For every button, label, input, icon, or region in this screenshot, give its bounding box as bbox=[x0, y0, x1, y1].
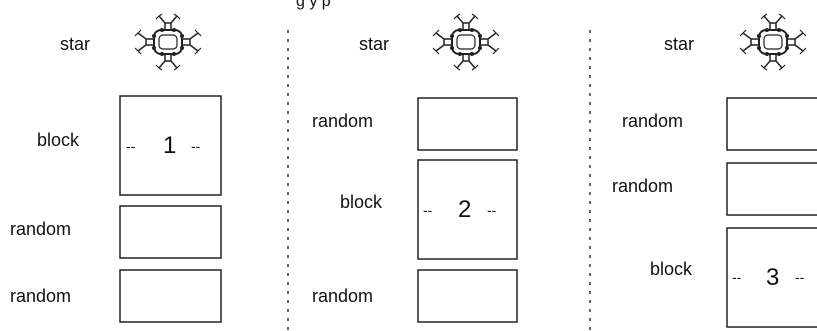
random-box bbox=[119, 269, 222, 323]
block-number: 3 bbox=[766, 264, 779, 291]
block-box bbox=[119, 95, 222, 196]
row-random: random bbox=[10, 269, 222, 323]
block-box bbox=[726, 227, 817, 328]
star-icon bbox=[432, 13, 500, 71]
star-label: star bbox=[359, 34, 389, 54]
random-box bbox=[726, 97, 817, 151]
star-icon bbox=[739, 13, 807, 71]
row-block: block -- 2 -- bbox=[340, 159, 518, 260]
row-label: random bbox=[312, 286, 373, 306]
star-label: star bbox=[664, 34, 694, 54]
star-label: star bbox=[60, 34, 90, 54]
row-random: random bbox=[622, 97, 817, 151]
block-number: 2 bbox=[458, 196, 471, 223]
row-label: block bbox=[650, 259, 693, 279]
clipped-heading-fragment: g y p bbox=[296, 0, 331, 10]
dash-right: -- bbox=[795, 269, 805, 285]
row-label: random bbox=[10, 219, 71, 239]
dash-right: -- bbox=[487, 202, 497, 218]
row-label: random bbox=[10, 286, 71, 306]
row-label: random bbox=[612, 176, 673, 196]
dash-left: -- bbox=[423, 202, 433, 218]
random-box bbox=[726, 162, 817, 216]
row-label: block bbox=[37, 130, 80, 150]
column-1: star block -- 1 -- random random bbox=[10, 13, 222, 323]
column-2: star random block -- 2 -- random bbox=[312, 13, 518, 323]
dash-right: -- bbox=[191, 138, 201, 154]
column-3: star random random block -- 3 -- bbox=[612, 13, 817, 328]
block-box bbox=[417, 159, 518, 260]
dash-left: -- bbox=[732, 269, 742, 285]
row-block: block -- 1 -- bbox=[37, 95, 222, 196]
row-random: random bbox=[10, 205, 222, 259]
random-box bbox=[417, 269, 518, 323]
star-icon bbox=[134, 13, 202, 71]
dash-left: -- bbox=[126, 138, 136, 154]
block-number: 1 bbox=[163, 132, 176, 159]
row-label: random bbox=[312, 111, 373, 131]
row-label: block bbox=[340, 192, 383, 212]
row-random: random bbox=[312, 97, 518, 151]
row-random: random bbox=[612, 162, 817, 216]
random-box bbox=[119, 205, 222, 259]
row-label: random bbox=[622, 111, 683, 131]
random-box bbox=[417, 97, 518, 151]
row-random: random bbox=[312, 269, 518, 323]
row-block: block -- 3 -- bbox=[650, 227, 817, 328]
